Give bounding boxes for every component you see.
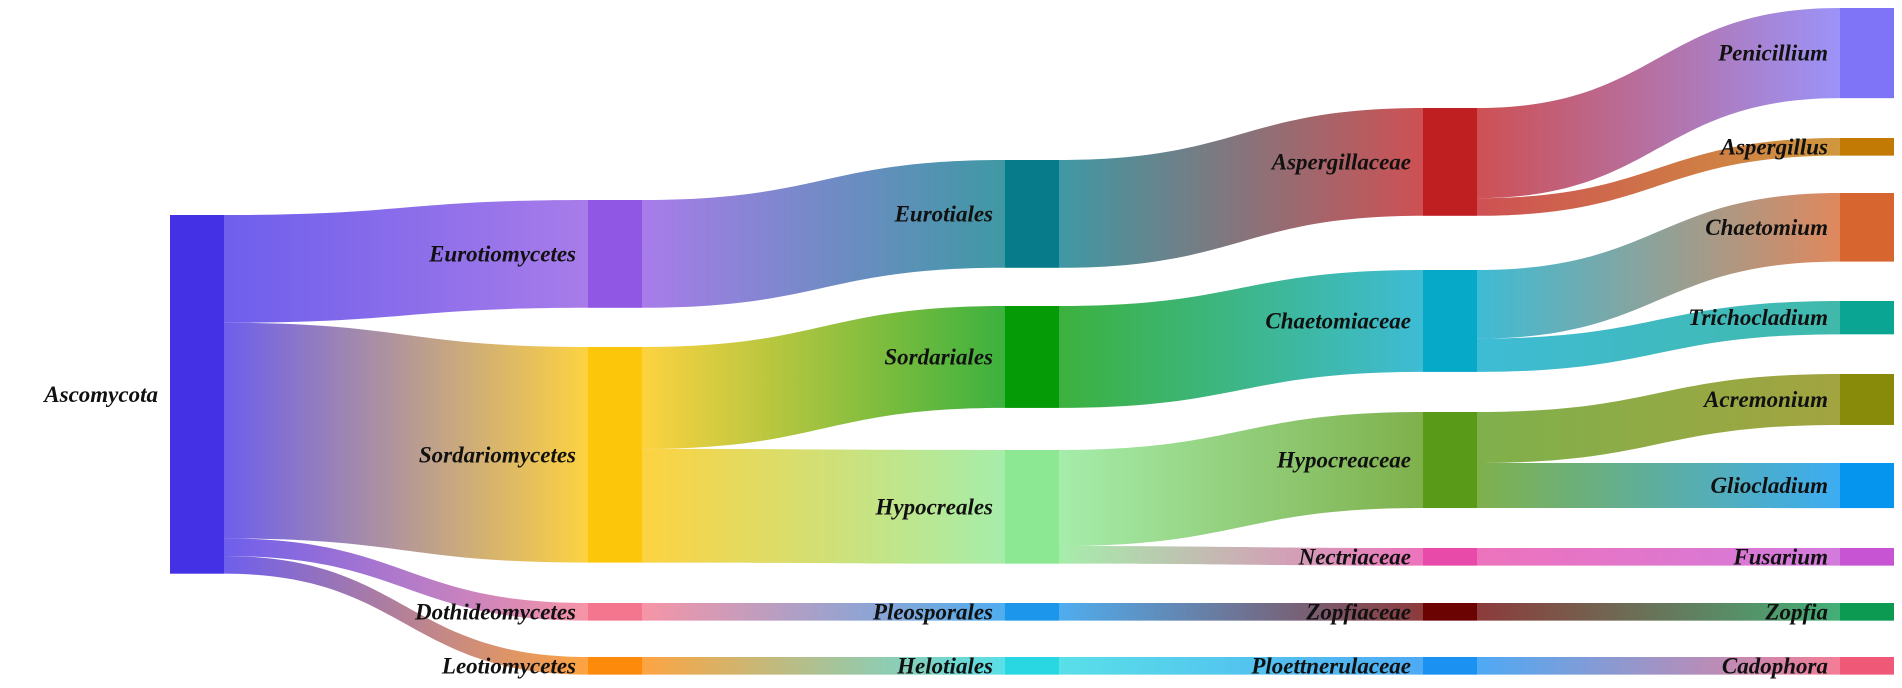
node-chaetomiaceae <box>1423 270 1477 372</box>
label-chaetomiaceae: Chaetomiaceae <box>1265 308 1411 333</box>
node-hypocreaceae <box>1423 412 1477 509</box>
link-ploettnerulaceae-to-cadophora <box>1477 657 1840 675</box>
node-hypocreales <box>1005 450 1059 564</box>
label-ploettnerulaceae: Ploettnerulaceae <box>1250 653 1411 678</box>
link-hypocreaceae-to-acremonium <box>1477 374 1840 463</box>
link-ascomycota-to-dothideomycetes <box>224 538 588 621</box>
nodes-layer <box>170 8 1894 675</box>
node-acremonium <box>1840 374 1894 425</box>
node-zopfiaceae <box>1423 603 1477 621</box>
label-eurotiomycetes: Eurotiomycetes <box>428 241 576 266</box>
label-cadophora: Cadophora <box>1722 653 1828 678</box>
link-leotiomycetes-to-helotiales <box>642 657 1005 675</box>
link-aspergillaceae-to-aspergillus <box>1477 138 1840 216</box>
node-eurotiales <box>1005 160 1059 268</box>
link-helotiales-to-ploettnerulaceae <box>1059 657 1423 675</box>
label-dothideomycetes: Dothideomycetes <box>414 599 576 624</box>
link-eurotiales-to-aspergillaceae <box>1059 108 1423 268</box>
node-dothideomycetes <box>588 603 642 621</box>
link-chaetomiaceae-to-trichocladium <box>1477 301 1840 372</box>
label-zopfia: Zopfia <box>1764 599 1828 624</box>
node-helotiales <box>1005 657 1059 675</box>
link-hypocreales-to-hypocreaceae <box>1059 412 1423 547</box>
link-ascomycota-to-sordariomycetes <box>224 322 588 563</box>
label-acremonium: Acremonium <box>1702 387 1828 412</box>
node-chaetomium <box>1840 193 1894 262</box>
label-sordariomycetes: Sordariomycetes <box>419 442 576 467</box>
label-eurotiales: Eurotiales <box>894 201 993 226</box>
link-sordariomycetes-to-hypocreales <box>642 448 1005 564</box>
node-penicillium <box>1840 8 1894 99</box>
node-ploettnerulaceae <box>1423 657 1477 675</box>
link-zopfiaceae-to-zopfia <box>1477 603 1840 621</box>
label-penicillium: Penicillium <box>1717 41 1828 66</box>
node-aspergillaceae <box>1423 108 1477 216</box>
labels-layer: Ascomycota EurotiomycetesSordariomycetesD… <box>42 41 1828 679</box>
node-pleosporales <box>1005 603 1059 621</box>
label-zopfiaceae: Zopfiaceae <box>1305 599 1411 624</box>
node-zopfia <box>1840 603 1894 621</box>
links-layer <box>224 8 1840 675</box>
label-hypocreaceae: Hypocreaceae <box>1276 448 1411 473</box>
link-aspergillaceae-to-penicillium <box>1477 8 1840 199</box>
label-aspergillaceae: Aspergillaceae <box>1270 149 1411 174</box>
label-trichocladium: Trichocladium <box>1688 305 1828 330</box>
node-eurotiomycetes <box>588 200 642 308</box>
label-hypocreales: Hypocreales <box>874 494 993 519</box>
link-nectriaceae-to-fusarium <box>1477 548 1840 566</box>
node-nectriaceae <box>1423 548 1477 566</box>
link-ascomycota-to-leotiomycetes <box>224 556 588 675</box>
label-gliocladium: Gliocladium <box>1710 473 1828 498</box>
label-chaetomium: Chaetomium <box>1705 215 1828 240</box>
node-cadophora <box>1840 657 1894 675</box>
node-trichocladium <box>1840 301 1894 335</box>
node-fusarium <box>1840 548 1894 566</box>
node-sordariales <box>1005 306 1059 408</box>
node-aspergillus <box>1840 138 1894 156</box>
link-hypocreaceae-to-gliocladium <box>1477 462 1840 509</box>
node-gliocladium <box>1840 463 1894 509</box>
label-helotiales: Helotiales <box>896 653 993 678</box>
link-chaetomiaceae-to-chaetomium <box>1477 193 1840 339</box>
link-sordariomycetes-to-sordariales <box>642 306 1005 449</box>
node-ascomycota <box>170 215 224 574</box>
link-dothideomycetes-to-pleosporales <box>642 603 1005 621</box>
label-nectriaceae: Nectriaceae <box>1298 544 1411 569</box>
node-sordariomycetes <box>588 347 642 563</box>
label-sordariales: Sordariales <box>884 344 993 369</box>
link-hypocreales-to-nectriaceae <box>1059 546 1423 566</box>
link-sordariales-to-chaetomiaceae <box>1059 270 1423 408</box>
label-pleosporales: Pleosporales <box>872 599 993 624</box>
link-pleosporales-to-zopfiaceae <box>1059 603 1423 621</box>
link-ascomycota-to-eurotiomycetes <box>224 200 588 323</box>
label-leotiomycetes: Leotiomycetes <box>441 653 576 678</box>
node-leotiomycetes <box>588 657 642 675</box>
link-eurotiomycetes-to-eurotiales <box>642 160 1005 308</box>
label-ascomycota: Ascomycota <box>42 382 158 407</box>
label-aspergillus: Aspergillus <box>1719 134 1828 159</box>
label-fusarium: Fusarium <box>1732 544 1828 569</box>
